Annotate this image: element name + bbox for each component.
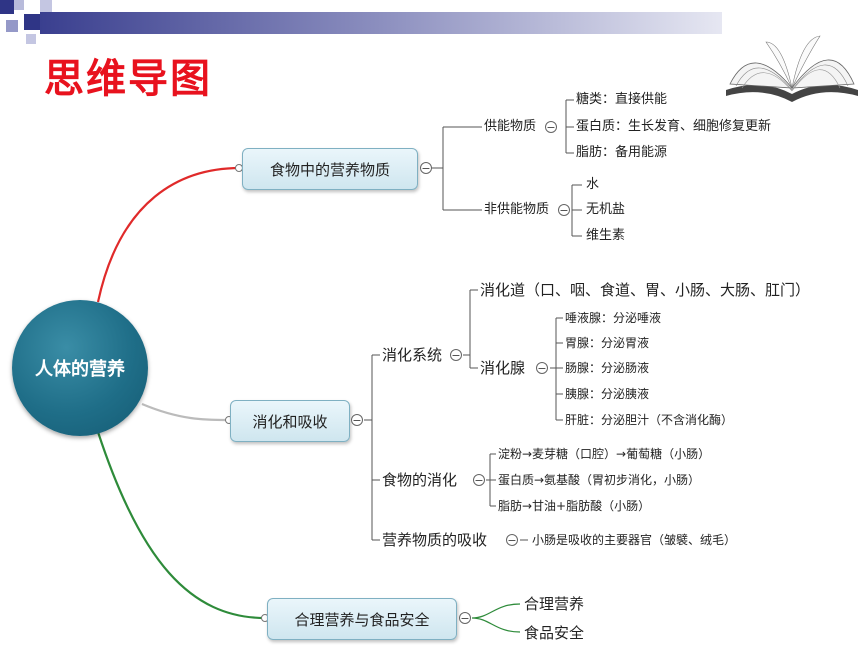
collapse-toggle[interactable]: − xyxy=(351,413,363,427)
node-energy-substances[interactable]: 供能物质 xyxy=(484,119,537,134)
leaf-item[interactable]: 合理营养 xyxy=(524,595,585,613)
node-food-digestion[interactable]: 食物的消化 xyxy=(382,471,458,489)
collapse-toggle[interactable]: − xyxy=(450,348,462,362)
node-digestive-glands[interactable]: 消化腺 xyxy=(480,359,526,377)
collapse-toggle[interactable]: − xyxy=(536,361,548,375)
leaf-item[interactable]: 维生素 xyxy=(586,228,626,243)
node-digestive-system[interactable]: 消化系统 xyxy=(382,346,443,364)
leaf-item[interactable]: 胃腺：分泌胃液 xyxy=(565,336,650,350)
node-non-energy-substances[interactable]: 非供能物质 xyxy=(484,202,550,217)
page-title: 思维导图 xyxy=(44,56,212,102)
collapse-toggle[interactable]: − xyxy=(459,611,471,625)
connector-root-branch2 xyxy=(141,402,229,422)
leaf-item[interactable]: 淀粉→麦芽糖（口腔）→葡萄糖（小肠） xyxy=(498,447,711,461)
collapse-toggle[interactable]: − xyxy=(420,161,432,175)
leaf-item[interactable]: 胰腺：分泌胰液 xyxy=(565,387,650,401)
leaf-item[interactable]: 糖类：直接供能 xyxy=(576,92,668,107)
leaf-item[interactable]: 肝脏：分泌胆汁（不含消化酶） xyxy=(565,413,734,427)
collapse-toggle[interactable]: − xyxy=(473,473,485,487)
branch-digestion-absorption[interactable]: 消化和吸收 xyxy=(230,400,350,442)
connector-root-branch1 xyxy=(96,166,241,303)
branch-nutrients-in-food[interactable]: 食物中的营养物质 xyxy=(242,148,418,190)
leaf-item[interactable]: 蛋白质：生长发育、细胞修复更新 xyxy=(576,119,772,134)
root-label: 人体的营养 xyxy=(35,359,125,380)
leaf-item[interactable]: 水 xyxy=(586,177,600,192)
leaf-item[interactable]: 小肠是吸收的主要器官（皱襞、绒毛） xyxy=(532,533,737,547)
collapse-toggle[interactable]: − xyxy=(506,533,518,547)
collapse-toggle[interactable]: − xyxy=(558,203,570,217)
leaf-item[interactable]: 脂肪：备用能源 xyxy=(576,145,668,160)
node-digestive-tract[interactable]: 消化道（口、咽、食道、胃、小肠、大肠、肛门） xyxy=(480,281,811,299)
leaf-item[interactable]: 食品安全 xyxy=(524,624,585,642)
branch-label: 食物中的营养物质 xyxy=(269,160,390,179)
connector-root-branch3 xyxy=(96,431,266,620)
collapse-toggle[interactable]: − xyxy=(545,120,557,134)
branch-nutrition-food-safety[interactable]: 合理营养与食品安全 xyxy=(267,598,457,640)
leaf-item[interactable]: 脂肪→甘油+脂肪酸（小肠） xyxy=(498,499,651,513)
node-nutrient-absorption[interactable]: 营养物质的吸收 xyxy=(382,531,488,549)
root-node[interactable]: 人体的营养 xyxy=(12,300,148,436)
branch-label: 消化和吸收 xyxy=(252,412,328,431)
leaf-item[interactable]: 无机盐 xyxy=(586,202,626,217)
open-book-icon xyxy=(726,35,858,102)
leaf-item[interactable]: 肠腺：分泌肠液 xyxy=(565,361,650,375)
leaf-item[interactable]: 蛋白质→氨基酸（胃初步消化，小肠） xyxy=(498,473,701,487)
top-decorative-bar xyxy=(0,0,722,44)
branch-label: 合理营养与食品安全 xyxy=(294,610,430,629)
leaf-item[interactable]: 唾液腺：分泌唾液 xyxy=(565,311,662,325)
